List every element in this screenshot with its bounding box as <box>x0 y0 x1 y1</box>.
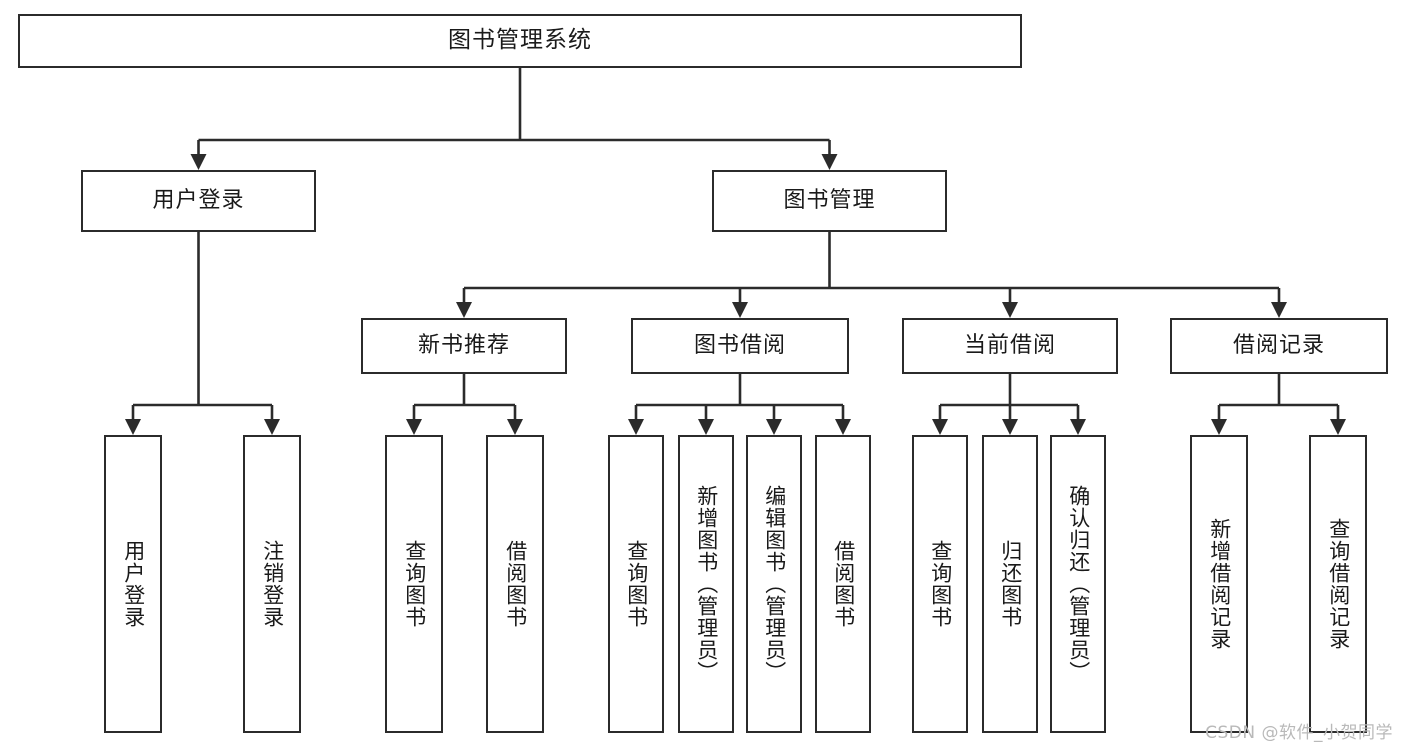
node-l3-record[interactable]: 借阅记录 <box>1170 318 1388 374</box>
node-l4-d1[interactable]: 查询图书 <box>912 435 968 733</box>
watermark-label: CSDN @软件_小贺同学 <box>1205 723 1393 743</box>
arrow-head-l4-c3 <box>766 419 782 435</box>
node-l4-c4[interactable]: 借阅图书 <box>815 435 871 733</box>
arrow-head-l4-b1 <box>406 419 422 435</box>
arrow-head-l2-book <box>821 154 838 170</box>
arrow-head-l4-c4 <box>835 419 851 435</box>
node-l2-book[interactable]: 图书管理 <box>712 170 947 232</box>
node-l4-c2[interactable]: 新增图书（管理员） <box>678 435 734 733</box>
arrow-head-l4-a2 <box>264 419 280 435</box>
arrow-head-l4-e1 <box>1211 419 1227 435</box>
node-l4-e2[interactable]: 查询借阅记录 <box>1309 435 1367 733</box>
arrow-head-l3-newbook <box>456 302 472 318</box>
node-l4-c1[interactable]: 查询图书 <box>608 435 664 733</box>
arrow-head-l3-current <box>1002 302 1018 318</box>
node-l3-borrow[interactable]: 图书借阅 <box>631 318 849 374</box>
node-l4-a1[interactable]: 用户登录 <box>104 435 162 733</box>
node-root[interactable]: 图书管理系统 <box>18 14 1022 68</box>
arrow-head-l4-c2 <box>698 419 714 435</box>
node-l3-current[interactable]: 当前借阅 <box>902 318 1118 374</box>
arrow-head-l4-d1 <box>932 419 948 435</box>
arrow-head-l3-record <box>1271 302 1287 318</box>
node-l2-login[interactable]: 用户登录 <box>81 170 316 232</box>
node-l4-d3[interactable]: 确认归还（管理员） <box>1050 435 1106 733</box>
node-l4-c3[interactable]: 编辑图书（管理员） <box>746 435 802 733</box>
node-l4-e1[interactable]: 新增借阅记录 <box>1190 435 1248 733</box>
arrow-head-l4-e2 <box>1330 419 1346 435</box>
node-l3-newbook[interactable]: 新书推荐 <box>361 318 567 374</box>
arrow-head-l4-b2 <box>507 419 523 435</box>
arrow-head-l4-d2 <box>1002 419 1018 435</box>
node-l4-d2[interactable]: 归还图书 <box>982 435 1038 733</box>
arrow-head-l4-c1 <box>628 419 644 435</box>
arrow-head-l3-borrow <box>732 302 748 318</box>
node-l4-b1[interactable]: 查询图书 <box>385 435 443 733</box>
arrow-head-l4-a1 <box>125 419 141 435</box>
arrow-head-l4-d3 <box>1070 419 1086 435</box>
node-l4-b2[interactable]: 借阅图书 <box>486 435 544 733</box>
node-l4-a2[interactable]: 注销登录 <box>243 435 301 733</box>
arrow-head-l2-login <box>190 154 207 170</box>
